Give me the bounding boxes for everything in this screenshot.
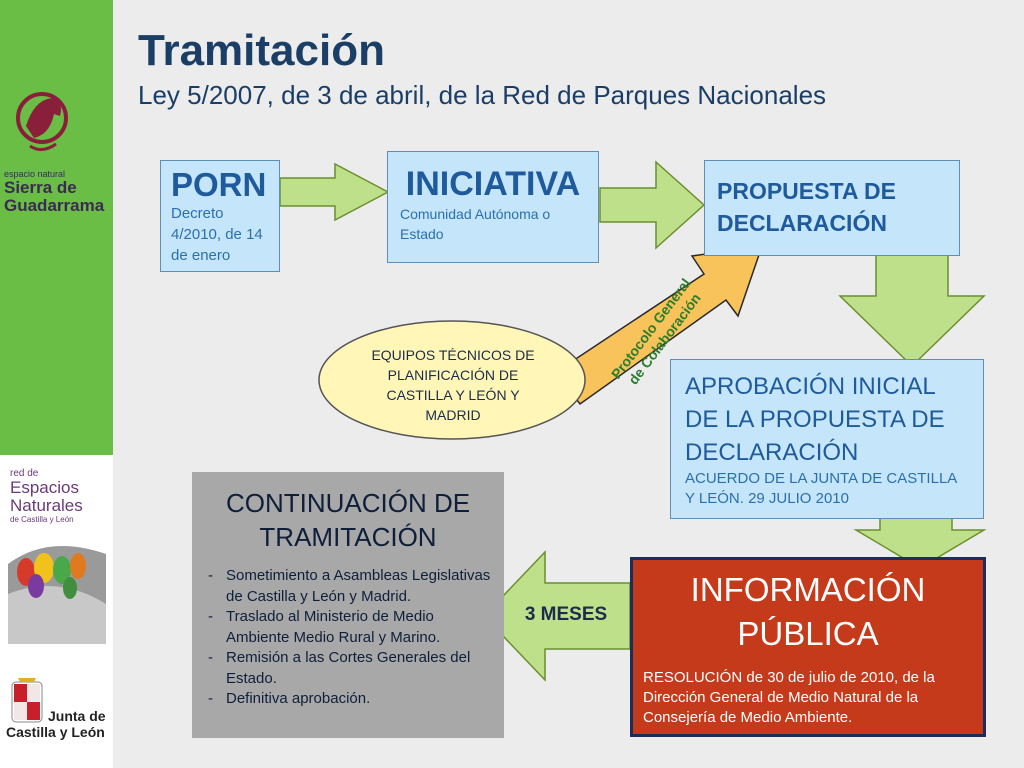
arrow-propuesta-down [838, 247, 986, 368]
iniciativa-heading: INICIATIVA [405, 165, 581, 203]
eagle-icon [16, 92, 68, 151]
logo-text-name2: Guadarrama [4, 196, 105, 215]
aprobacion-box: APROBACIÓN INICIAL DE LA PROPUESTA DE DE… [670, 359, 984, 519]
logo-text-name1: Sierra de [4, 178, 77, 197]
propuesta-heading: PROPUESTA DE DECLARACIÓN [717, 178, 896, 236]
informacion-publica-box: INFORMACIÓN PÚBLICA RESOLUCIÓN de 30 de … [630, 557, 986, 737]
page-title: Tramitación [138, 26, 385, 75]
informacion-heading: INFORMACIÓN PÚBLICA [690, 571, 926, 652]
equipos-ellipse [318, 320, 586, 440]
arrow-informacion-to-continuacion [482, 550, 631, 682]
aprobacion-heading: APROBACIÓN INICIAL DE LA PROPUESTA DE DE… [685, 373, 945, 466]
sierra-de-guadarrama-logo: espacio natural Sierra de Guadarrama [4, 86, 112, 226]
continuacion-box: CONTINUACIÓN DE TRAMITACIÓN Sometimiento… [192, 472, 504, 738]
meses-label: 3 MESES [524, 604, 608, 625]
logo-naturales: Naturales [10, 496, 83, 515]
espacios-naturales-logo: red de Espacios Naturales de Castilla y … [8, 468, 106, 654]
arrow-protocolo [554, 245, 764, 406]
coat-of-arms-icon [11, 678, 43, 723]
list-item: Traslado al Ministerio de Medio Ambiente… [202, 607, 494, 648]
arrow-iniciativa-to-propuesta [599, 160, 706, 250]
porn-heading: PORN [171, 166, 267, 203]
jcyl-text-1: Junta de [48, 708, 106, 724]
logo-red-de: red de [10, 468, 39, 479]
iniciativa-box: INICIATIVA Comunidad Autónoma o Estado [387, 151, 599, 263]
iniciativa-text: Comunidad Autónoma o Estado [400, 206, 551, 242]
list-item: Definitiva aprobación. [202, 689, 494, 710]
informacion-text: RESOLUCIÓN de 30 de julio de 2010, de la… [643, 669, 935, 726]
aprobacion-text: ACUERDO DE LA JUNTA DE CASTILLA Y LEÓN. … [685, 470, 957, 507]
jcyl-text-2: Castilla y León [6, 724, 105, 740]
porn-text: Decreto 4/2010, de 14 de enero [171, 205, 263, 264]
propuesta-box: PROPUESTA DE DECLARACIÓN [704, 160, 960, 256]
page-subtitle: Ley 5/2007, de 3 de abril, de la Red de … [138, 80, 827, 110]
list-item: Sometimiento a Asambleas Legislativas de… [202, 566, 494, 607]
landscape-trees-icon [8, 546, 106, 644]
continuacion-list: Sometimiento a Asambleas Legislativas de… [202, 566, 494, 710]
porn-box: PORN Decreto 4/2010, de 14 de enero [160, 160, 280, 272]
logo-text-small: espacio natural [4, 169, 66, 179]
arrow-porn-to-iniciativa [279, 162, 390, 222]
logo-espacios: Espacios [10, 478, 79, 497]
list-item: Remisión a las Cortes Generales del Esta… [202, 648, 494, 689]
continuacion-heading: CONTINUACIÓN DE TRAMITACIÓN [225, 488, 471, 552]
junta-castilla-leon-logo: Junta de Castilla y León [6, 672, 108, 742]
logo-castilla: de Castilla y León [10, 515, 74, 524]
equipos-text: EQUIPOS TÉCNICOS DE PLANIFICACIÓN DE CAS… [371, 347, 535, 423]
